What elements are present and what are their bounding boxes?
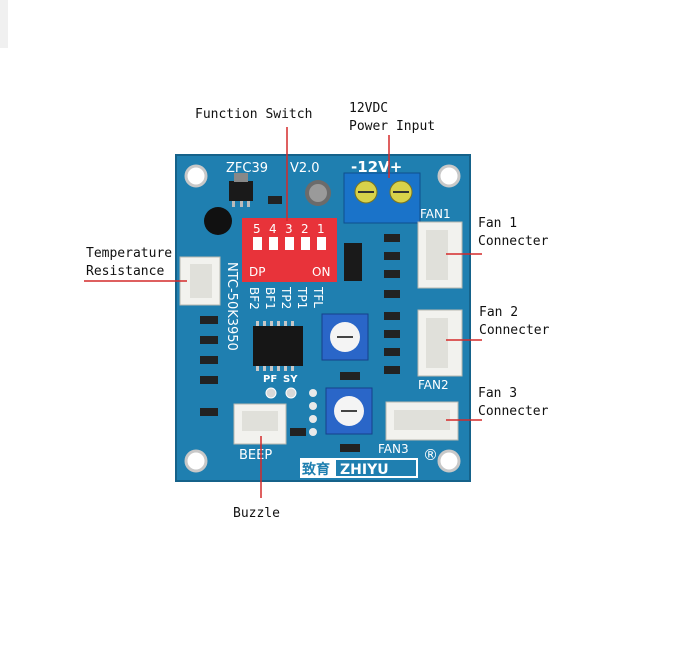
leader-lines: [84, 127, 482, 498]
fan1-label-line1: Fan 1: [478, 216, 518, 231]
fan1-text: FAN1: [420, 207, 451, 221]
power-input-label-line1: 12VDC: [349, 101, 389, 116]
transistor: [344, 243, 362, 281]
brand-en: ZHIYU: [340, 462, 389, 478]
temperature-label-line1: Temperature: [86, 246, 173, 261]
power-input-label-line2: Power Input: [349, 119, 436, 134]
switch-number: 2: [301, 222, 309, 236]
switch-function: TFL: [311, 286, 325, 308]
fan2-label-line2: Connecter: [479, 323, 550, 338]
switch-function: TP2: [279, 286, 293, 309]
ic-chip: [253, 326, 303, 366]
function-switch-label: Function Switch: [195, 107, 313, 122]
fan3-text: FAN3: [378, 442, 409, 456]
fan2-label-line1: Fan 2: [479, 305, 519, 320]
switch-dp: DP: [249, 265, 265, 279]
model-text: ZFC39: [226, 161, 268, 176]
switch-function: TP1: [295, 286, 309, 309]
switch-number: 4: [269, 222, 277, 236]
fan3-label-line1: Fan 3: [478, 386, 518, 401]
switch-number: 1: [317, 222, 325, 236]
capacitor-large: [204, 207, 232, 235]
fan2-text: FAN2: [418, 378, 449, 392]
temperature-label-line2: Resistance: [86, 264, 165, 279]
regulator-chip: [229, 181, 253, 201]
switch-function: BF2: [247, 287, 261, 310]
fan1-label-line2: Connecter: [478, 234, 549, 249]
version-text: V2.0: [290, 161, 320, 176]
mounting-holes: [184, 164, 461, 473]
switch-number: 3: [285, 222, 293, 236]
registered-mark: ®: [423, 446, 438, 464]
corner-shade: [0, 0, 8, 48]
fan3-label-line2: Connecter: [478, 404, 549, 419]
switch-number: 5: [253, 222, 261, 236]
pf-text: PF: [263, 374, 277, 385]
switch-on: ON: [312, 265, 330, 279]
buzzle-label: Buzzle: [233, 506, 280, 521]
ntc-text: NTC-50K3950: [224, 262, 239, 351]
brand-cn: 致育: [302, 461, 330, 478]
beep-text: BEEP: [239, 448, 272, 463]
switch-function: BF1: [263, 287, 277, 310]
sy-text: SY: [283, 374, 298, 385]
